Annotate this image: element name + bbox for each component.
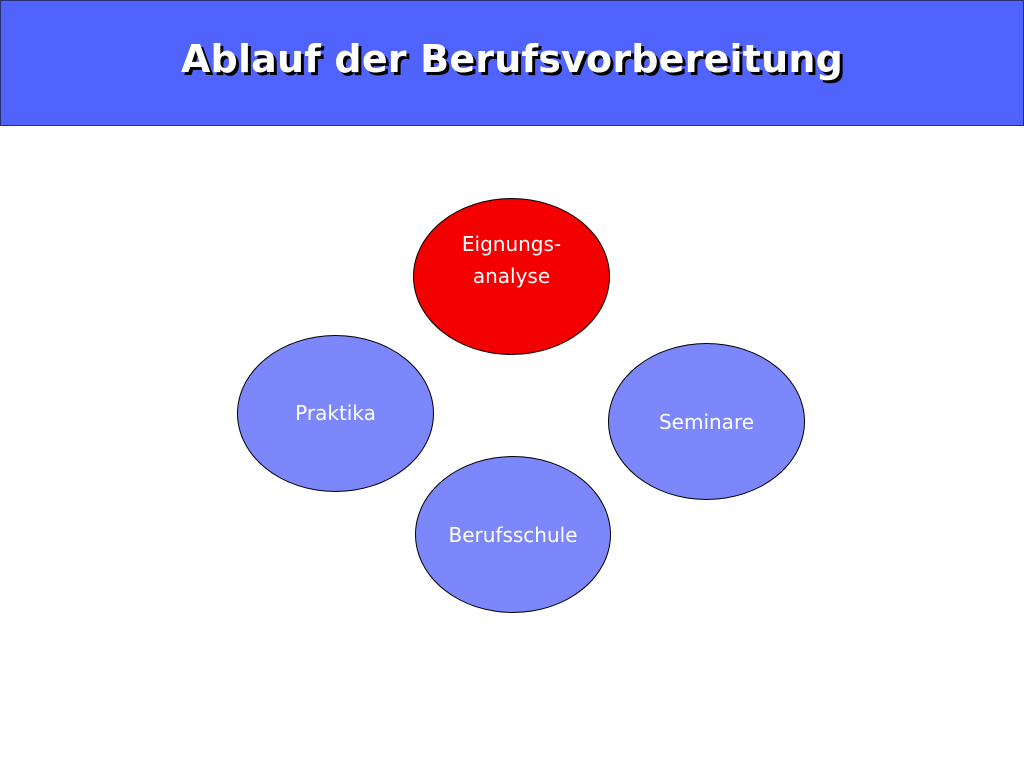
node-berufsschule-label-line-1: Berufsschule [448, 522, 578, 547]
node-praktika: Praktika [237, 335, 434, 492]
node-berufsschule-label: Berufsschule [448, 519, 577, 551]
node-praktika-label: Praktika [295, 397, 376, 429]
node-eignungsanalyse: Eignungs- analyse [413, 198, 610, 355]
node-seminare-label-line-1: Seminare [658, 409, 755, 434]
node-eignungsanalyse-label-line-1: Eignungs- [461, 231, 562, 256]
node-praktika-label-line-1: Praktika [295, 400, 376, 425]
slide-title: Ablauf der Berufsvorbereitung [180, 37, 844, 81]
node-berufsschule: Berufsschule [415, 456, 611, 613]
node-eignungsanalyse-label-line-2: analyse [472, 263, 551, 288]
title-bar: Ablauf der Berufsvorbereitung [0, 0, 1024, 126]
node-eignungsanalyse-label: Eignungs- analyse [462, 228, 561, 292]
node-seminare: Seminare [608, 343, 805, 500]
node-seminare-label: Seminare [659, 406, 754, 438]
